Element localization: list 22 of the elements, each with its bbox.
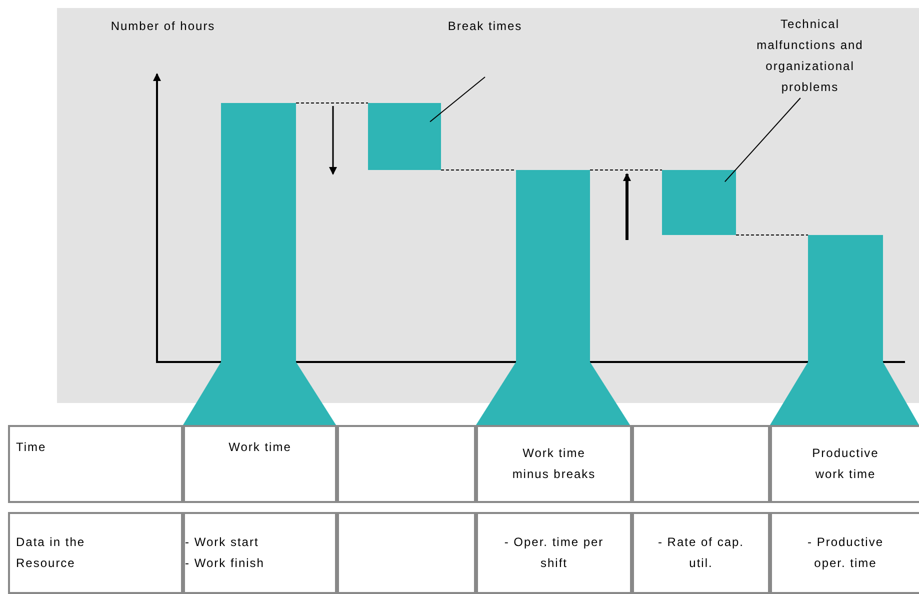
dashed-line: [736, 234, 808, 236]
cell-text: - Productive oper. time: [806, 534, 885, 572]
cell-text: Data in the Resource: [16, 534, 86, 572]
cell-text: Work time minus breaks: [511, 445, 597, 483]
cell-text: - Work finish: [185, 555, 264, 572]
cell-text: Work time: [228, 439, 292, 456]
loss-block: [662, 170, 736, 235]
axis-label: Number of hours: [110, 18, 216, 35]
cell-text: Time: [16, 439, 46, 456]
cell-text: - Rate of cap. util.: [656, 534, 746, 572]
leader-line: [724, 98, 801, 182]
callout-label: Technical malfunctions and organizational problems: [750, 14, 870, 98]
dashed-line: [296, 102, 368, 104]
cell-text: Productive work time: [811, 445, 880, 483]
callout-label: Break times: [420, 16, 550, 37]
leader-line: [430, 76, 486, 122]
loss-block: [368, 103, 441, 170]
cell-text: - Oper. time per shift: [504, 534, 604, 572]
cell-text: - Work start: [185, 534, 259, 551]
bar: [770, 235, 919, 425]
bar: [476, 170, 630, 425]
bar: [183, 103, 336, 425]
